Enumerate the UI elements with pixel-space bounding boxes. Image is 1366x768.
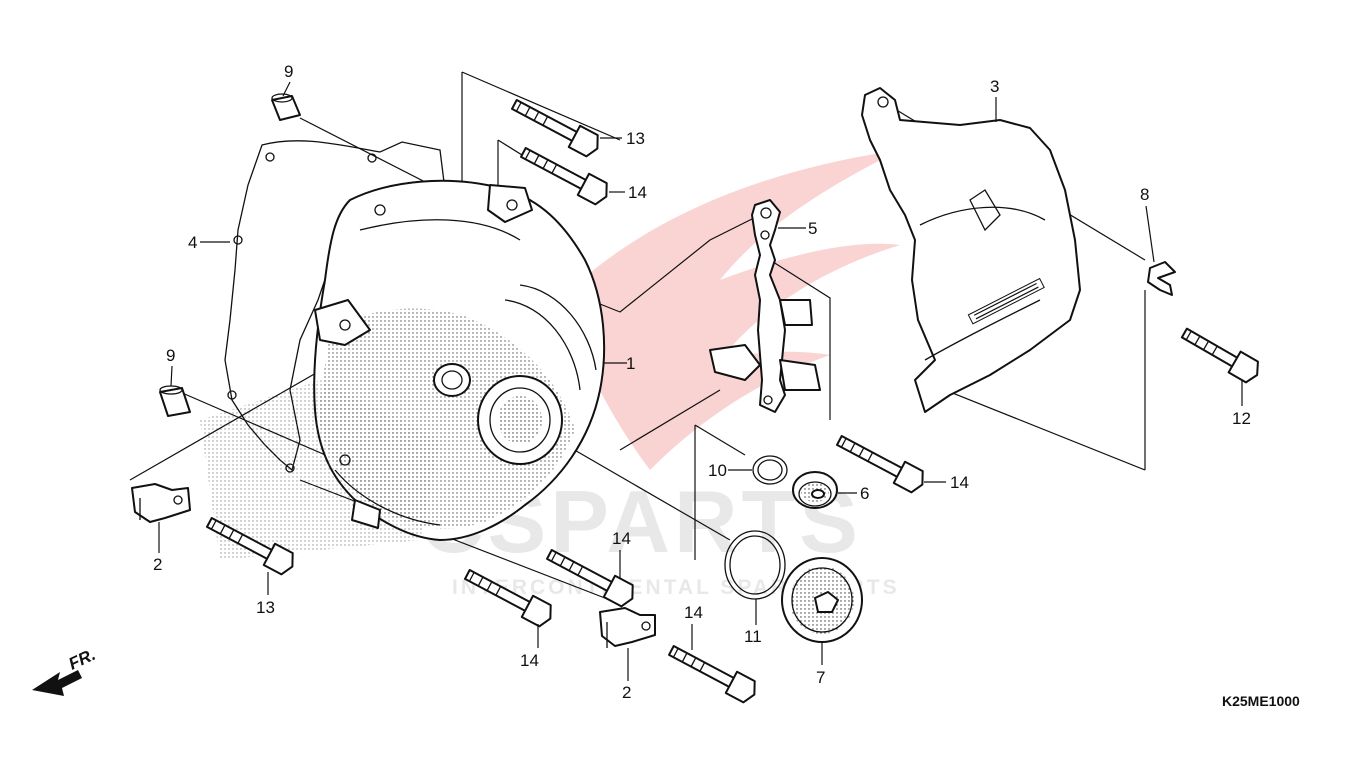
bolt-14-mid <box>836 435 924 494</box>
callout-14-lower-right: 14 <box>684 603 703 622</box>
callout-8: 8 <box>1140 185 1149 204</box>
callout-14-mid: 14 <box>950 473 969 492</box>
bolt-13-top <box>511 99 599 158</box>
callout-5: 5 <box>808 219 817 238</box>
callout-6: 6 <box>860 484 869 503</box>
diagram-code: K25ME1000 <box>1222 693 1300 709</box>
front-direction-arrow-icon: FR. <box>32 645 99 696</box>
callout-9-left: 9 <box>166 346 175 365</box>
callout-3: 3 <box>990 77 999 96</box>
cap-large <box>781 557 863 643</box>
bolt-14-center <box>546 549 634 608</box>
bolt-14-lower-left <box>464 569 552 628</box>
bracket <box>709 199 821 413</box>
callout-2-left: 2 <box>153 555 162 574</box>
watermark-wing-icon <box>560 150 900 470</box>
callout-10: 10 <box>708 461 727 480</box>
callouts: 1 2 2 3 4 5 6 7 8 9 9 10 11 12 13 13 14 … <box>153 62 1251 702</box>
callout-13-top: 13 <box>626 129 645 148</box>
o-ring-small <box>752 455 788 485</box>
o-ring-large <box>724 530 786 600</box>
direction-label: FR. <box>66 645 99 674</box>
clamp <box>1147 261 1176 296</box>
callout-1: 1 <box>626 354 635 373</box>
bolt-12 <box>1180 327 1259 384</box>
callout-11: 11 <box>744 627 762 646</box>
callout-2-bottom: 2 <box>622 683 631 702</box>
dowel-pin-top <box>271 93 301 121</box>
dowel-pin-left <box>159 385 191 417</box>
callout-12: 12 <box>1232 409 1251 428</box>
clip-bottom <box>599 607 656 648</box>
bolt-14-top <box>520 147 608 206</box>
clip-left <box>131 483 191 523</box>
crankcase-cover <box>200 179 606 560</box>
cap-small <box>792 471 838 509</box>
bolt-14-lower-right <box>668 645 756 704</box>
callout-14-lower-left: 14 <box>520 651 539 670</box>
callout-4: 4 <box>188 233 197 252</box>
callout-14-center: 14 <box>612 529 631 548</box>
bolts <box>206 99 1259 704</box>
callout-7: 7 <box>816 668 825 687</box>
callout-9-top: 9 <box>284 62 293 81</box>
bolt-13-left <box>206 517 294 576</box>
cover-plate <box>861 87 1081 413</box>
callout-14-top: 14 <box>628 183 647 202</box>
callout-13-left: 13 <box>256 598 275 617</box>
